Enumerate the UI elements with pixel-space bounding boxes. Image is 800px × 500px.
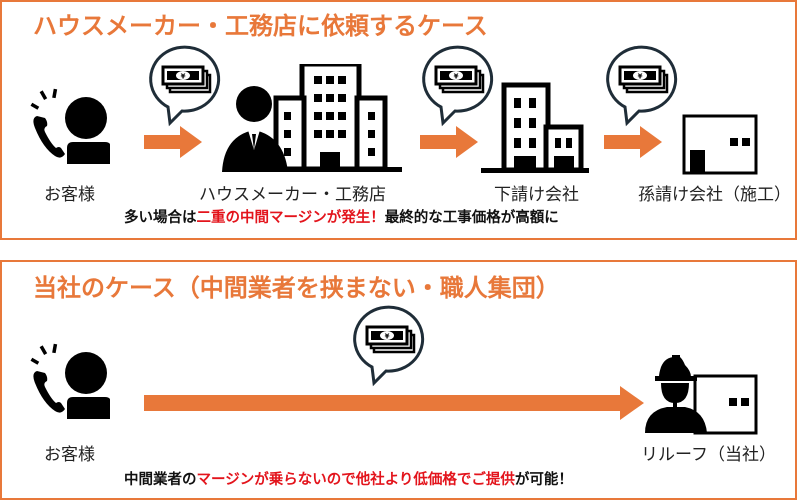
customer-phone-icon [25,343,110,423]
node-label-customer: お客様 [44,445,95,465]
panel-note-middleman: 多い場合は二重の中間マージンが発生！最終的な工事価格が高額に [124,206,559,227]
middleman-case-panel [0,0,797,240]
note-prefix: 中間業者の [124,472,197,488]
node-label-customer: お客様 [44,185,95,205]
svg-text:¥: ¥ [385,333,390,341]
node-label-sub-subcontractor: 孫請け会社（施工） [638,185,791,205]
panel-title-middleman: ハウスメーカー・工務店に依頼するケース [33,12,488,40]
small-factory-icon [682,114,758,176]
node-label-housemaker: ハウスメーカー・工務店 [199,185,386,205]
flow-arrow-icon [144,126,202,158]
node-label-subcontractor: 下請け会社 [494,185,579,205]
note-highlight: 二重の中間マージンが発生！ [196,210,385,226]
note-prefix: 多い場合は [124,210,197,226]
node-label-company: リルーフ（当社） [641,445,776,465]
panel-note-direct: 中間業者のマージンが乗らないので他社より低価格でご提供が可能！ [124,468,573,489]
panel-title-direct: 当社のケース（中間業者を挟まない・職人集団） [33,274,560,302]
subcontractor-building-icon [480,82,590,177]
businessman-building-icon [222,64,402,174]
note-suffix: 最終的な工事価格が高額に [384,210,559,226]
flow-arrow-icon [604,126,662,158]
customer-phone-icon [25,88,110,168]
direct-flow-arrow-icon [144,386,644,420]
money-bubble-icon: ¥ [352,303,426,387]
money-bubble-icon: ¥ [421,43,495,127]
svg-text:¥: ¥ [638,73,643,81]
svg-text:¥: ¥ [181,73,186,81]
money-bubble-icon: ¥ [148,43,222,127]
note-highlight: マージンが乗らないので他社より低価格でご提供 [196,472,515,488]
flow-arrow-icon [420,126,478,158]
money-bubble-icon: ¥ [605,43,679,127]
svg-text:¥: ¥ [454,73,459,81]
note-suffix: が可能！ [514,472,573,488]
construction-worker-icon [645,355,760,435]
